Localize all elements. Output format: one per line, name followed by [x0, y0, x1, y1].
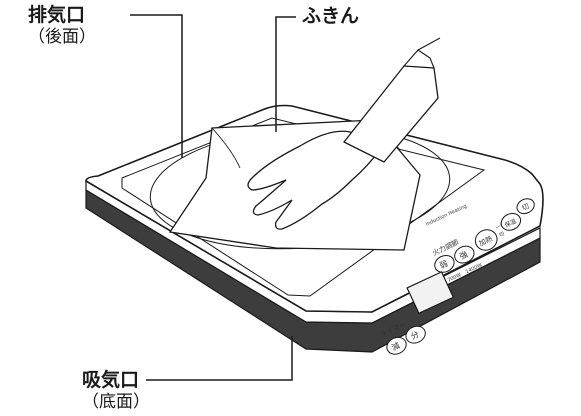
control-panel: Induction Heating 火力調節 弱 強 加熱 一時 切 保温 70… — [379, 196, 537, 357]
exhaust-leader-line — [130, 14, 183, 158]
power-off-button[interactable] — [515, 196, 537, 216]
intake-leader-line — [146, 336, 293, 381]
power-low-button[interactable] — [432, 252, 457, 275]
sleeve-fold — [403, 37, 441, 69]
intake-note: （底面） — [82, 391, 150, 412]
heat-side-label-2: 切 — [498, 230, 506, 238]
cloth-label: ふきん — [302, 5, 360, 27]
power-off-label: 切 — [521, 202, 531, 212]
cloth-callout: ふきん — [302, 5, 359, 28]
sleeve-illustration — [342, 65, 439, 163]
power-low-label: 弱 — [438, 259, 449, 271]
power-high-label: 強 — [458, 249, 469, 261]
heat-button[interactable] — [472, 226, 500, 253]
display-window — [406, 271, 455, 315]
exhaust-note: （後面） — [28, 26, 96, 47]
intake-callout: 吸気口 （底面） — [82, 369, 150, 412]
timer-minus-button[interactable] — [384, 334, 409, 357]
cooker-glass-panel — [121, 117, 486, 297]
intake-label: 吸気口 — [82, 369, 140, 391]
timer-minute-label: 分 — [409, 330, 420, 342]
exhaust-label: 排気口 — [28, 4, 86, 26]
hand-illustration — [247, 130, 379, 230]
cloth-leader-line — [275, 16, 296, 132]
power-scale-low: 700W — [447, 272, 463, 284]
timer-minus-label: 減 — [390, 340, 401, 352]
temperature-button[interactable] — [498, 210, 523, 233]
timer-minute-button[interactable] — [403, 323, 428, 346]
power-high-button[interactable] — [452, 243, 477, 266]
heat-side-label-1: 一時 — [495, 222, 507, 232]
exhaust-callout: 排気口 （後面） — [28, 4, 96, 47]
